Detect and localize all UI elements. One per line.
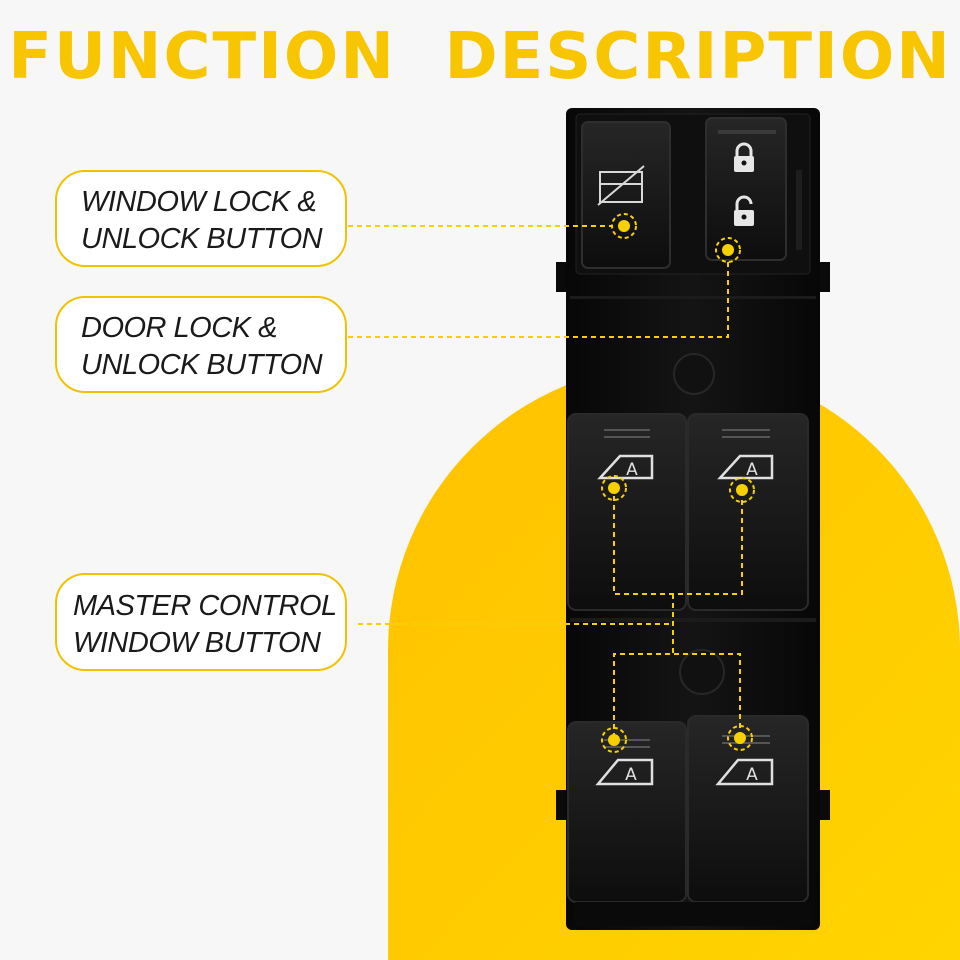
callout-master-line2: WINDOW BUTTON: [73, 627, 321, 659]
auto-label-front-left: A: [626, 460, 638, 480]
window-lock-button[interactable]: [581, 121, 671, 269]
front-right-window-button[interactable]: [687, 413, 809, 611]
callout-window-lock-unlock-button: WINDOW LOCK & UNLOCK BUTTON: [55, 170, 347, 267]
callout-window-lock-line1: WINDOW LOCK &: [81, 186, 317, 218]
callout-leader-lines: [348, 225, 743, 738]
front-left-window-button[interactable]: [567, 413, 687, 611]
panel-divider-upper: [570, 296, 816, 299]
door-lock-ridge: [718, 130, 776, 134]
panel-divider-middle: [570, 618, 816, 622]
marker-rear-right: [727, 725, 753, 751]
lock-icon: [734, 142, 754, 172]
auto-window-icon-rear-right: A: [715, 758, 774, 786]
panel-right-rib: [796, 170, 802, 250]
marker-door-lock: [715, 237, 741, 263]
unlock-icon: [734, 195, 754, 226]
auto-window-icon-rear-left: A: [595, 758, 654, 786]
marker-front-left: [601, 475, 627, 501]
window-lock-icon: [597, 165, 645, 206]
marker-window-lock: [611, 213, 637, 239]
callout-window-lock-line2: UNLOCK BUTTON: [81, 223, 323, 255]
auto-window-icon-front-left: A: [597, 454, 654, 480]
callout-master-control-window-button: MASTER CONTROL WINDOW BUTTON: [55, 573, 347, 671]
auto-label-rear-right: A: [746, 765, 758, 785]
window-switch-panel: A A A A: [556, 108, 830, 930]
center-knob-upper: [673, 353, 715, 395]
center-knob-lower: [679, 649, 725, 695]
marker-front-right: [729, 477, 755, 503]
page-title: FUNCTION DESCRIPTION: [8, 20, 952, 94]
door-lock-button[interactable]: [705, 117, 787, 261]
auto-label-front-right: A: [746, 460, 758, 480]
panel-bottom-base: [574, 902, 812, 926]
callout-door-lock-line1: DOOR LOCK &: [81, 312, 277, 344]
leader-front-buttons: [613, 496, 743, 595]
auto-window-icon-front-right: A: [717, 454, 774, 480]
callout-door-lock-line2: UNLOCK BUTTON: [81, 349, 323, 381]
auto-label-rear-left: A: [625, 765, 637, 785]
leader-door-lock: [348, 258, 729, 338]
marker-rear-left: [601, 727, 627, 753]
callout-door-lock-unlock-button: DOOR LOCK & UNLOCK BUTTON: [55, 296, 347, 393]
rear-left-window-button[interactable]: [567, 721, 687, 903]
callout-master-line1: MASTER CONTROL: [73, 590, 337, 622]
leader-rear-buttons: [613, 653, 741, 738]
target-markers: [601, 213, 755, 753]
